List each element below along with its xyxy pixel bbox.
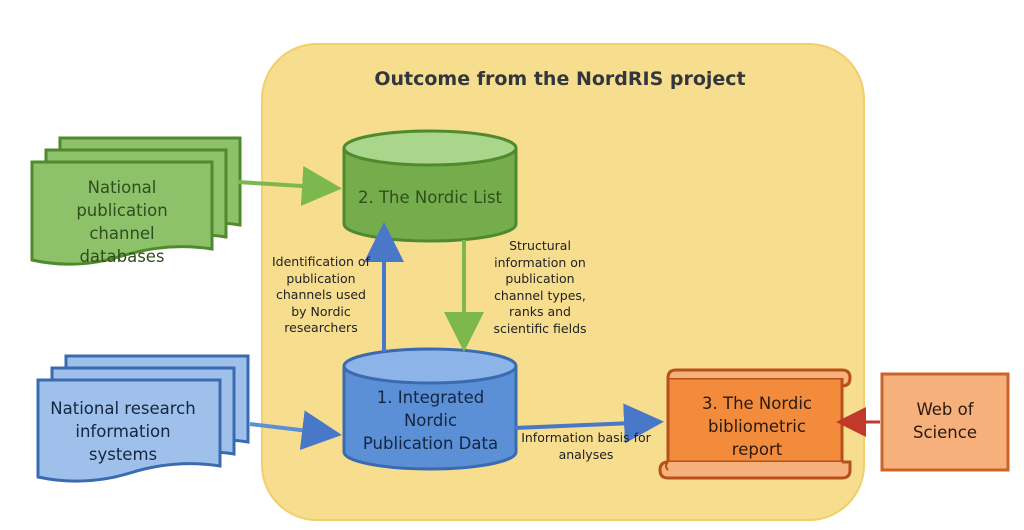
identification-edge-label: Identification of publication channels u… — [272, 254, 370, 335]
nordic-list-label: 2. The Nordic List — [357, 188, 503, 207]
arrow-research-systems-to-integrated — [249, 410, 342, 451]
national-research-information-systems-label: National research information systems — [50, 399, 196, 464]
national-publication-channel-databases-node — [30, 136, 242, 266]
national-research-information-systems-node — [36, 354, 250, 483]
diagram-title: Outcome from the NordRIS project — [374, 68, 746, 90]
structural-edge-label: Structural information on publication ch… — [493, 238, 587, 336]
nordic-list-cylinder — [342, 129, 518, 243]
national-publication-channel-databases-label: National publication channel databases — [76, 178, 168, 266]
arrow-databases-to-nordic-list — [237, 166, 342, 206]
information-basis-edge-label: Information basis for analyses — [521, 430, 651, 462]
nordic-bibliometric-report-scroll — [658, 368, 852, 480]
integrated-nordic-publication-data-cylinder — [342, 347, 518, 471]
integrated-nordic-publication-data-label: 1. Integrated Nordic Publication Data — [362, 388, 499, 453]
nordic-bibliometric-report-label: 3. The Nordic bibliometric report — [702, 394, 812, 459]
web-of-science-node — [880, 372, 1010, 472]
web-of-science-label: Web of Science — [913, 400, 977, 442]
arrow-integrated-to-report — [513, 403, 664, 444]
